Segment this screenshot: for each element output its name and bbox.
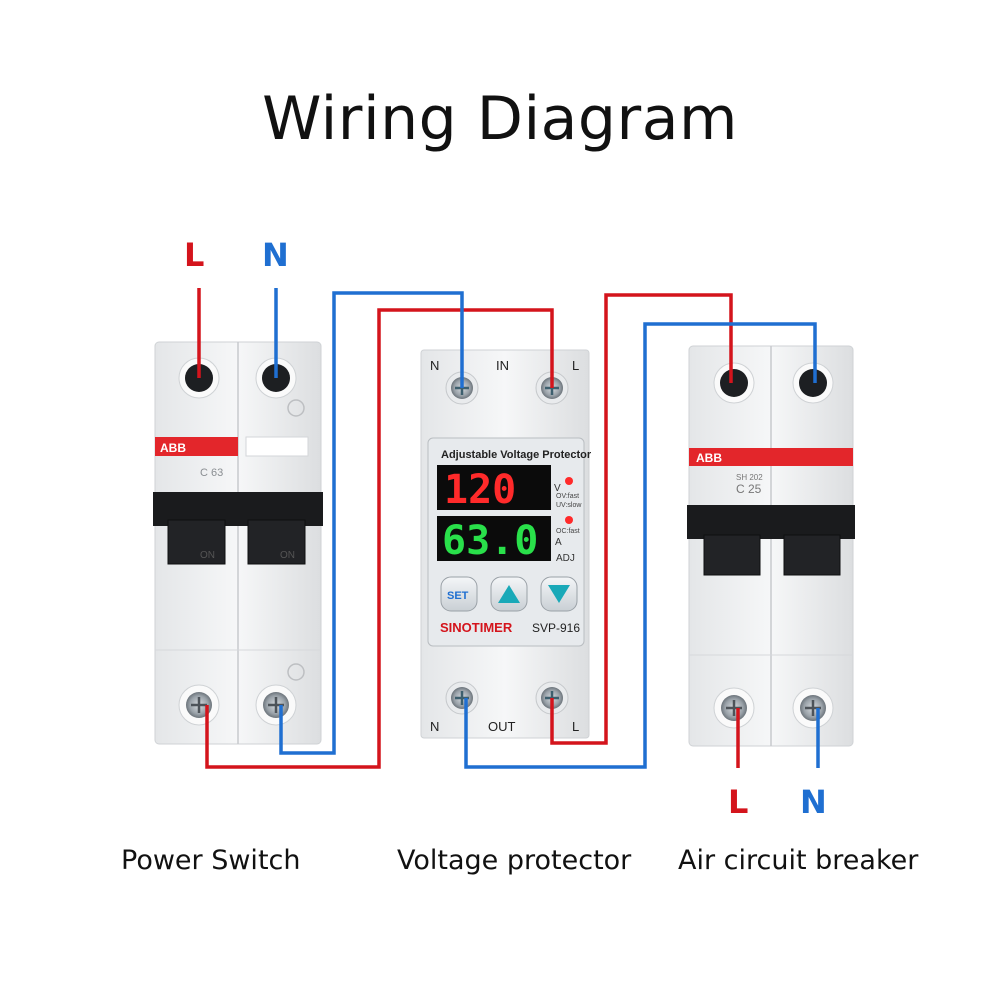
voltage-protector: N IN L Adjustable Voltage Protector 120 … <box>420 349 592 739</box>
protector-bottom-l: L <box>572 719 579 734</box>
protector-model: SVP-916 <box>532 621 580 635</box>
arrow-down-icon <box>548 585 570 603</box>
power-switch-rating: C 63 <box>200 467 223 479</box>
caption-voltage-protector: Voltage protector <box>397 845 632 876</box>
caption-power-switch: Power Switch <box>121 845 301 876</box>
diagram-title: Wiring Diagram <box>262 84 738 154</box>
wire-switch-to-protector-neutral <box>279 291 464 755</box>
ov-label: OV:fast <box>556 493 579 500</box>
protector-bottom-out: OUT <box>488 719 516 734</box>
voltage-display: 120 <box>444 467 516 513</box>
air-circuit-breaker: ABB SH 202 C 25 <box>687 345 855 747</box>
wires <box>197 288 820 769</box>
breaker-rating: C 25 <box>736 482 762 496</box>
output-live-label: L <box>728 783 749 821</box>
protector-top-n: N <box>430 358 439 373</box>
input-neutral-label: N <box>262 236 289 274</box>
protector-top-in: IN <box>496 358 509 373</box>
wire-switch-to-protector-live <box>205 308 554 769</box>
power-switch-brand: ABB <box>160 441 186 455</box>
oc-label: OC:fast <box>556 528 580 535</box>
input-live-label: L <box>184 236 205 274</box>
power-switch-on-right: ON <box>280 550 295 561</box>
breaker-brand: ABB <box>696 451 722 465</box>
output-neutral-label: N <box>800 783 827 821</box>
set-button[interactable]: SET <box>440 576 478 612</box>
current-display: 63.0 <box>442 518 538 564</box>
arrow-up-icon <box>498 585 520 603</box>
adj-label: ADJ <box>556 553 575 564</box>
power-switch-on-left: ON <box>200 550 215 561</box>
protector-brand: SINOTIMER <box>440 620 513 635</box>
protector-top-l: L <box>572 358 579 373</box>
current-unit: A <box>555 537 562 548</box>
breaker-model: SH 202 <box>736 473 763 482</box>
caption-air-circuit-breaker: Air circuit breaker <box>678 845 919 876</box>
protector-panel-title: Adjustable Voltage Protector <box>441 449 592 461</box>
up-button[interactable] <box>490 576 528 612</box>
protector-bottom-n: N <box>430 719 439 734</box>
set-button-label: SET <box>447 590 469 602</box>
power-switch: ABB C 63 ON ON <box>153 341 323 745</box>
down-button[interactable] <box>540 576 578 612</box>
wire-protector-to-breaker-neutral <box>464 322 817 769</box>
uv-label: UV:slow <box>556 502 582 509</box>
voltage-unit: V <box>554 483 561 494</box>
wire-protector-to-breaker-live <box>550 293 733 745</box>
